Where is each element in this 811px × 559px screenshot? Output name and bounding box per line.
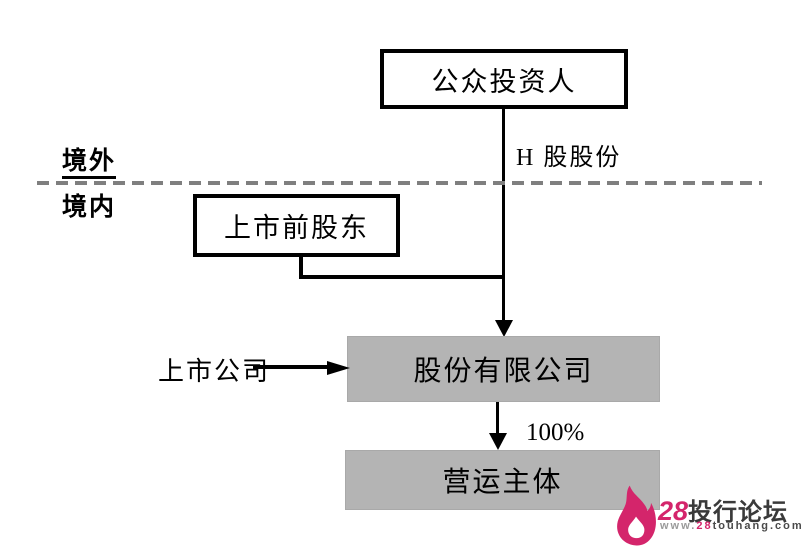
- box-joint-stock-company-label: 股份有限公司: [413, 356, 594, 387]
- onshore-region-label: 境内: [62, 194, 117, 221]
- flame-icon: [615, 484, 657, 546]
- listed-company-pointer-line: [253, 365, 327, 369]
- h-share-edge-label: H 股股份: [516, 145, 622, 171]
- arrow-right-icon: [327, 361, 350, 375]
- watermark-url-rest: touhang.com: [712, 520, 804, 532]
- box-pre-listing-shareholders: 上市前股东: [193, 194, 400, 257]
- box-pre-listing-shareholders-label: 上市前股东: [224, 213, 369, 243]
- watermark-brand-name: 投行论坛: [688, 499, 789, 526]
- box-operating-entity-label: 营运主体: [442, 467, 563, 498]
- watermark-url-number: 28: [696, 520, 713, 532]
- watermark-url-www: www.: [660, 520, 697, 532]
- arrow-down-icon: [489, 433, 507, 450]
- box-operating-entity: 营运主体: [345, 450, 660, 510]
- offshore-onshore-boundary-line: [37, 181, 762, 185]
- box-public-investors-label: 公众投资人: [431, 66, 577, 97]
- box-joint-stock-company: 股份有限公司: [347, 336, 660, 402]
- connector-public-to-company-line: [502, 109, 505, 321]
- ownership-percent-label: 100%: [526, 419, 585, 446]
- connector-shareholders-join-line: [299, 275, 505, 279]
- offshore-region-label: 境外: [62, 149, 117, 179]
- listed-company-annotation-label: 上市公司: [158, 357, 271, 386]
- connector-company-to-entity-line: [496, 402, 499, 434]
- watermark-logo: 28投行论坛 www.28touhang.com: [615, 484, 805, 546]
- watermark-brand-text: 28投行论坛: [658, 492, 788, 527]
- arrow-down-icon: [495, 320, 513, 337]
- connector-shareholders-drop-line: [299, 257, 303, 279]
- box-public-investors: 公众投资人: [380, 49, 628, 109]
- watermark-brand-number: 28: [658, 496, 689, 526]
- watermark-url: www.28touhang.com: [660, 520, 804, 532]
